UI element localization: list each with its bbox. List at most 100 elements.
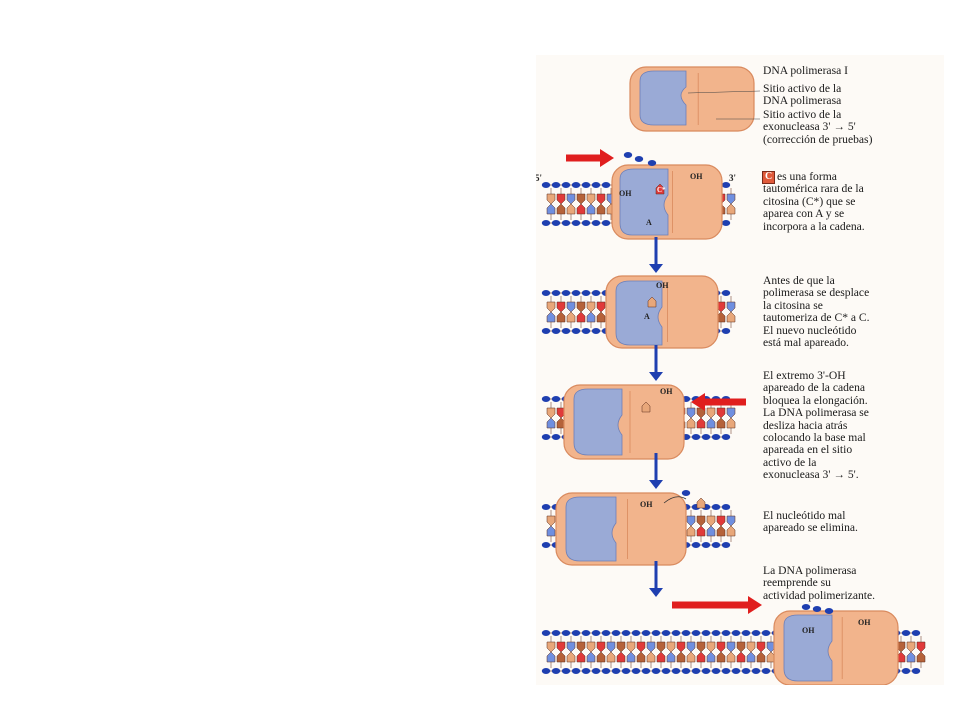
step1-oh-label-exo: OH bbox=[690, 172, 703, 181]
excision-arrow bbox=[663, 496, 687, 504]
nucleotide-base bbox=[706, 417, 716, 429]
phosphate bbox=[541, 434, 551, 440]
five-prime-label: 5' bbox=[536, 173, 542, 183]
nucleotide-base bbox=[716, 641, 726, 653]
nucleotide-base bbox=[716, 651, 726, 663]
phosphate bbox=[541, 542, 551, 548]
nucleotide-base bbox=[566, 641, 576, 653]
nucleotide-base bbox=[696, 417, 706, 429]
legend-title: DNA polimerasa I bbox=[763, 64, 848, 77]
nucleotide-base bbox=[606, 641, 616, 653]
phosphate bbox=[591, 182, 601, 188]
phosphate bbox=[591, 328, 601, 334]
polymerase-active-site bbox=[639, 70, 687, 126]
nucleotide-base bbox=[666, 651, 676, 663]
phosphate bbox=[551, 434, 561, 440]
nucleotide-base bbox=[556, 641, 566, 653]
phosphate bbox=[591, 290, 601, 296]
nucleotide-base bbox=[546, 525, 556, 537]
nucleotide-base bbox=[626, 651, 636, 663]
c-star-base bbox=[655, 183, 665, 195]
phosphate bbox=[691, 434, 701, 440]
phosphate bbox=[541, 396, 551, 402]
incoming-phosphate bbox=[801, 604, 811, 610]
step3-enzyme bbox=[563, 384, 685, 460]
nucleotide-base bbox=[546, 301, 556, 313]
nucleotide-base bbox=[626, 641, 636, 653]
nucleotide-base bbox=[696, 641, 706, 653]
phosphate bbox=[621, 630, 631, 636]
phosphate bbox=[661, 630, 671, 636]
phosphate bbox=[661, 668, 671, 674]
polymerase-active-site bbox=[573, 388, 623, 456]
phosphate bbox=[551, 220, 561, 226]
phosphate bbox=[541, 182, 551, 188]
nucleotide-base bbox=[646, 651, 656, 663]
polymerase-active-site bbox=[615, 280, 663, 346]
phosphate bbox=[901, 668, 911, 674]
phosphate bbox=[611, 668, 621, 674]
nucleotide-base bbox=[696, 525, 706, 537]
nucleotide-base bbox=[916, 641, 926, 653]
nucleotide-base bbox=[726, 515, 736, 527]
nucleotide-base bbox=[556, 203, 566, 215]
nucleotide-base bbox=[686, 407, 696, 419]
phosphate bbox=[641, 630, 651, 636]
step4-to-step5-arrow-head bbox=[649, 588, 663, 597]
nucleotide-base bbox=[736, 651, 746, 663]
nucleotide-base bbox=[586, 193, 596, 205]
phosphate bbox=[561, 328, 571, 334]
nucleotide-base bbox=[676, 641, 686, 653]
nucleotide-base bbox=[706, 515, 716, 527]
nucleotide-base bbox=[686, 641, 696, 653]
step2-enzyme bbox=[605, 275, 719, 349]
step1-oh-label: OH bbox=[619, 189, 632, 198]
nucleotide-base bbox=[696, 515, 706, 527]
nucleotide-base bbox=[576, 651, 586, 663]
phosphate bbox=[581, 630, 591, 636]
nucleotide-base bbox=[916, 651, 926, 663]
phosphate bbox=[721, 220, 731, 226]
phosphate bbox=[721, 182, 731, 188]
incoming-phosphate bbox=[634, 156, 644, 162]
nucleotide-base bbox=[906, 651, 916, 663]
mispaired-base-exo bbox=[641, 401, 651, 413]
phosphate bbox=[611, 630, 621, 636]
phosphate bbox=[631, 630, 641, 636]
step3-oh-label: OH bbox=[660, 387, 673, 396]
step5-oh-label: OH bbox=[802, 626, 815, 635]
phosphate bbox=[711, 542, 721, 548]
phosphate bbox=[581, 328, 591, 334]
leader-polymerase-site bbox=[687, 90, 761, 94]
nucleotide-base bbox=[566, 651, 576, 663]
nucleotide-base bbox=[576, 203, 586, 215]
phosphate bbox=[601, 668, 611, 674]
phosphate bbox=[581, 290, 591, 296]
step1-c-star-label: C* bbox=[657, 186, 666, 194]
nucleotide-base bbox=[586, 311, 596, 323]
step4-oh-label: OH bbox=[640, 500, 653, 509]
phosphate bbox=[631, 668, 641, 674]
polymerase-active-site bbox=[783, 614, 833, 682]
nucleotide-base bbox=[726, 311, 736, 323]
phosphate bbox=[541, 668, 551, 674]
step3-backward-arrow bbox=[703, 398, 746, 406]
nucleotide-base bbox=[756, 651, 766, 663]
phosphate bbox=[541, 504, 551, 510]
phosphate bbox=[571, 220, 581, 226]
phosphate bbox=[701, 630, 711, 636]
step1-forward-arrow-head bbox=[600, 149, 614, 167]
nucleotide-base bbox=[906, 641, 916, 653]
phosphate bbox=[551, 396, 561, 402]
nucleotide-base bbox=[596, 651, 606, 663]
phosphate bbox=[581, 668, 591, 674]
nucleotide-base bbox=[566, 301, 576, 313]
phosphate bbox=[901, 630, 911, 636]
phosphate bbox=[761, 668, 771, 674]
nucleotide-base bbox=[666, 641, 676, 653]
step5-forward-arrow-head bbox=[748, 596, 762, 614]
phosphate bbox=[711, 668, 721, 674]
nucleotide-base bbox=[556, 651, 566, 663]
phosphate bbox=[571, 630, 581, 636]
nucleotide-base bbox=[706, 651, 716, 663]
